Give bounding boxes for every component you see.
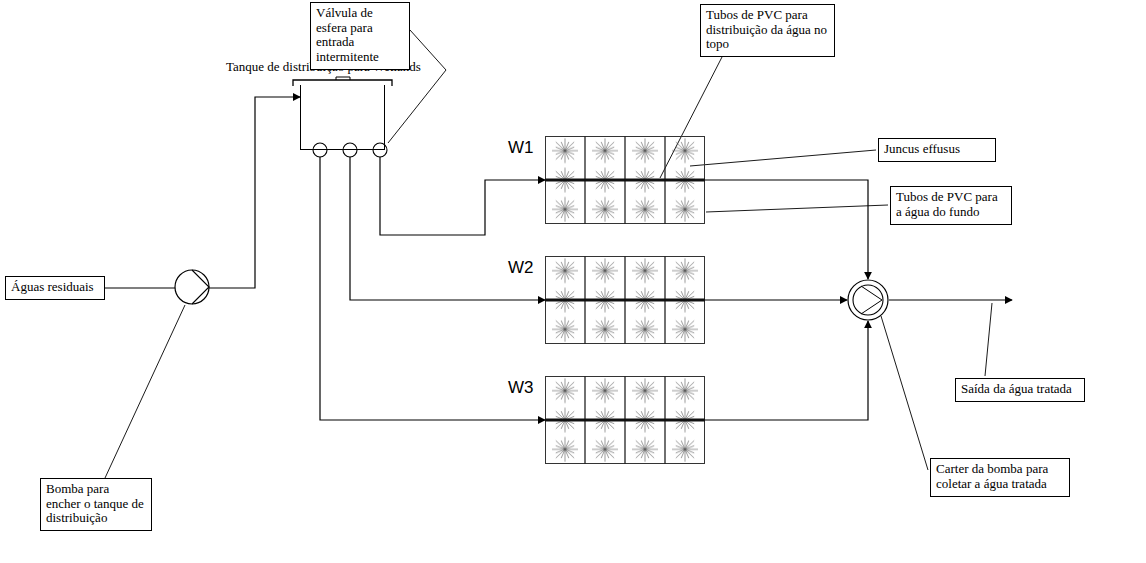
callout-box: Tubos de PVC para a água do fundo [890, 186, 1012, 225]
callout-box: Carter da bomba para coletar a água trat… [930, 458, 1070, 497]
callout-text: Tubos de PVC para a água do fundo [896, 190, 1006, 219]
callout-text: Águas residuais [11, 280, 99, 295]
outlet-pipe [705, 299, 847, 300]
callout-box: Válvula de esfera para entrada intermite… [310, 2, 410, 70]
wetland-label: W3 [508, 378, 534, 398]
treated-outlet [889, 299, 1012, 300]
callout-box: Saída da água tratada [955, 378, 1085, 402]
callout-box: Bomba para encher o tanque de distribuiç… [40, 478, 152, 531]
wetland-bed: W3 [545, 376, 705, 464]
callout-box: Águas residuais [5, 276, 105, 300]
outlet-pipe [705, 321, 868, 420]
pipe-connector [380, 150, 545, 235]
pipe-connector [320, 150, 545, 420]
collection-pump [848, 280, 888, 320]
ball-valve [313, 143, 327, 157]
tank-lid [293, 80, 392, 86]
leader-line [690, 150, 876, 166]
wetland-grid [545, 376, 705, 464]
lid-handle [336, 77, 350, 80]
wetland-label: W1 [508, 138, 534, 158]
callout-text: Bomba para encher o tanque de distribuiç… [46, 482, 146, 526]
wetland-bed: W1 [545, 136, 705, 224]
leader-line [105, 305, 185, 478]
wetland-grid [545, 136, 705, 224]
pipe-connector [350, 150, 545, 300]
callout-box: Tubos de PVC para distribuição da água n… [700, 4, 835, 57]
leader-line [985, 303, 992, 376]
callout-text: Juncus effusus [884, 142, 990, 157]
leader-line [706, 205, 888, 212]
inlet-pump [175, 270, 209, 304]
wetland-bed: W2 [545, 256, 705, 344]
wetland-label: W2 [508, 258, 534, 278]
ball-valve [343, 143, 357, 157]
pipe-connector [105, 97, 300, 288]
callout-text: Válvula de esfera para entrada intermite… [316, 6, 404, 64]
callout-box: Juncus effusus [878, 138, 996, 162]
distribution-tank: Tanque de distribuição para Wetlands [300, 85, 385, 150]
wetland-grid [545, 256, 705, 344]
callout-text: Saída da água tratada [961, 382, 1079, 397]
callout-text: Carter da bomba para coletar a água trat… [936, 462, 1064, 491]
outlet-pipe [705, 180, 868, 279]
leader-line [881, 316, 928, 470]
callout-text: Tubos de PVC para distribuição da água n… [706, 8, 829, 52]
